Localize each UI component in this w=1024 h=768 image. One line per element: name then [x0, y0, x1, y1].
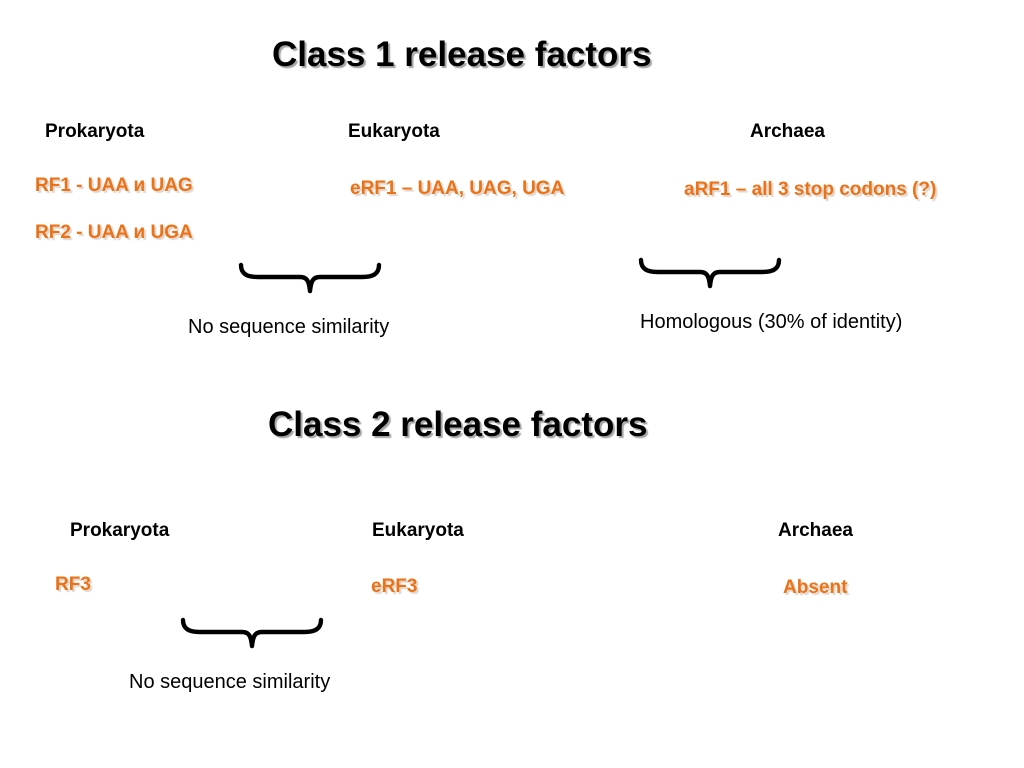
- factor-entry-absent: Absent: [783, 577, 848, 598]
- annotation-caption-no-sequence-similarity-class-1: No sequence similarity: [188, 316, 390, 338]
- curly-brace-down-icon-3: [180, 617, 324, 650]
- group-header-prokaryota-class-2: Prokaryota: [70, 520, 170, 541]
- factor-entry-rf1: RF1 - UAA и UAG: [35, 175, 193, 196]
- factor-entry-rf3: RF3: [55, 574, 91, 595]
- curly-brace-down-icon-1: [238, 262, 382, 295]
- group-header-archaea-class-2: Archaea: [778, 520, 853, 541]
- factor-entry-rf2: RF2 - UAA и UGA: [35, 222, 193, 243]
- annotation-caption-homologous-class-1: Homologous (30% of identity): [640, 311, 903, 333]
- group-header-prokaryota-class-1: Prokaryota: [45, 121, 145, 142]
- group-header-eukaryota-class-1: Eukaryota: [348, 121, 440, 142]
- factor-entry-erf3: eRF3: [371, 576, 418, 597]
- factor-entry-erf1: eRF1 – UAA, UAG, UGA: [350, 178, 565, 199]
- factor-entry-arf1: aRF1 – all 3 stop codons (?): [684, 179, 937, 200]
- curly-brace-down-icon-2: [638, 257, 782, 290]
- annotation-caption-no-sequence-similarity-class-2: No sequence similarity: [129, 671, 331, 693]
- section-title-class-2: Class 2 release factors: [268, 405, 648, 444]
- section-title-class-1: Class 1 release factors: [272, 35, 652, 74]
- group-header-archaea-class-1: Archaea: [750, 121, 825, 142]
- group-header-eukaryota-class-2: Eukaryota: [372, 520, 464, 541]
